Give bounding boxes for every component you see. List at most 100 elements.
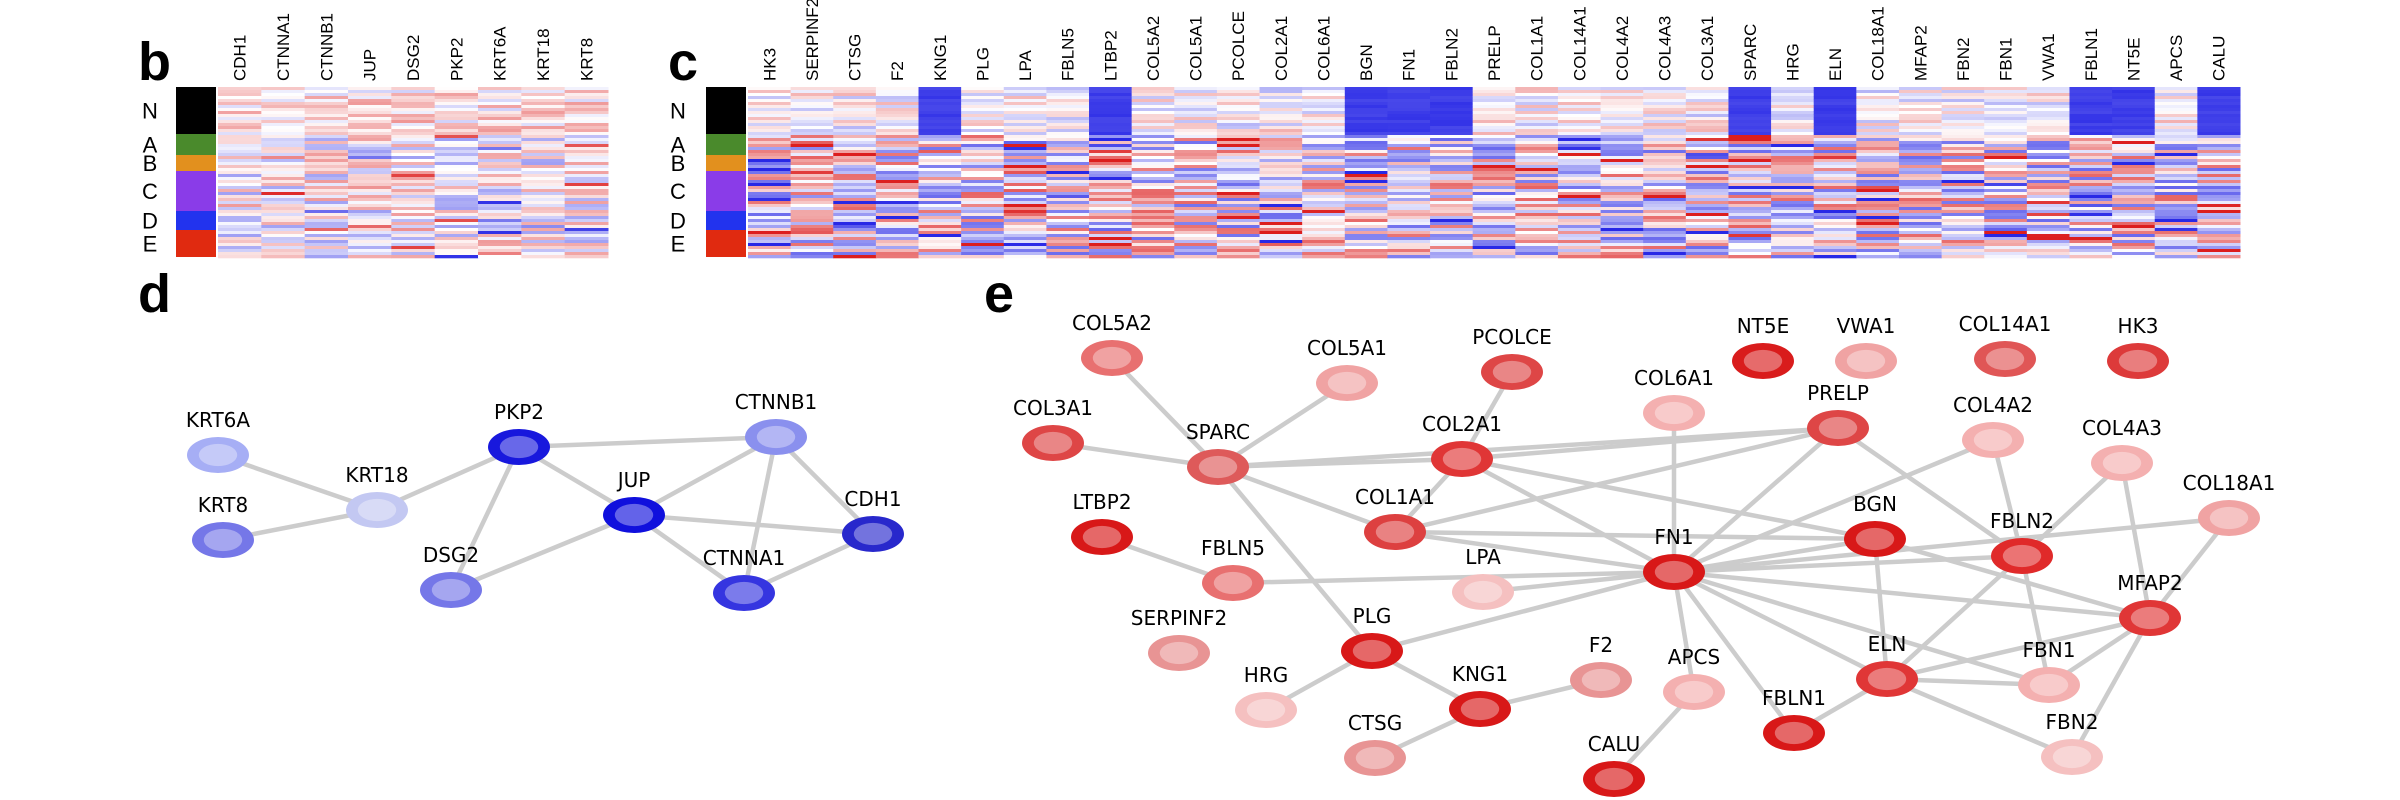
heatmap-cell bbox=[1472, 99, 1516, 103]
node-apcs[interactable]: APCS bbox=[1663, 645, 1725, 710]
heatmap-cell bbox=[348, 177, 392, 181]
heatmap-cell bbox=[218, 234, 262, 238]
node-krt18[interactable]: KRT18 bbox=[345, 463, 409, 528]
heatmap-cell bbox=[1941, 195, 1985, 199]
node-col18a1[interactable]: COL18A1 bbox=[2183, 471, 2276, 536]
node-col5a1[interactable]: COL5A1 bbox=[1307, 336, 1387, 401]
heatmap-cell bbox=[2026, 207, 2070, 211]
heatmap-cell bbox=[1344, 93, 1388, 97]
heatmap-cell bbox=[2154, 228, 2198, 232]
heatmap-cell bbox=[2197, 90, 2241, 94]
node-fbn2[interactable]: FBN2 bbox=[2041, 710, 2103, 775]
heatmap-cell bbox=[1898, 198, 1943, 202]
heatmap-cell bbox=[1131, 237, 1175, 241]
heatmap-cell bbox=[521, 135, 566, 139]
heatmap-cell bbox=[1302, 132, 1346, 136]
node-f2[interactable]: F2 bbox=[1570, 633, 1632, 698]
node-pkp2[interactable]: PKP2 bbox=[488, 400, 550, 465]
node-col1a1[interactable]: COL1A1 bbox=[1355, 485, 1435, 550]
heatmap-cell bbox=[790, 105, 834, 109]
heatmap-cell bbox=[1216, 126, 1261, 130]
node-serpinf2[interactable]: SERPINF2 bbox=[1131, 606, 1227, 671]
heatmap-cell bbox=[1302, 111, 1346, 115]
heatmap-cell bbox=[833, 156, 877, 160]
heatmap-cell bbox=[218, 189, 262, 193]
node-hrg[interactable]: HRG bbox=[1235, 663, 1297, 728]
heatmap-cell bbox=[2154, 222, 2198, 226]
heatmap-cell bbox=[1302, 237, 1346, 241]
node-col14a1[interactable]: COL14A1 bbox=[1959, 312, 2052, 377]
edge-ctnnb1-ctnna1 bbox=[741, 436, 779, 594]
heatmap-cell bbox=[1643, 249, 1687, 253]
node-vwa1[interactable]: VWA1 bbox=[1835, 314, 1897, 379]
node-label: CALU bbox=[1588, 732, 1640, 756]
node-fbln2[interactable]: FBLN2 bbox=[1990, 509, 2054, 574]
heatmap-cell bbox=[391, 96, 436, 100]
heatmap-cell bbox=[478, 165, 522, 169]
heatmap-cell bbox=[1984, 231, 2028, 235]
node-ctnnb1[interactable]: CTNNB1 bbox=[735, 390, 818, 455]
node-mfap2[interactable]: MFAP2 bbox=[2117, 571, 2183, 636]
heatmap-cell bbox=[1174, 144, 1218, 148]
heatmap-cell bbox=[1131, 90, 1175, 94]
node-cdh1[interactable]: CDH1 bbox=[842, 487, 904, 552]
node-sparc[interactable]: SPARC bbox=[1186, 420, 1250, 485]
node-dsg2[interactable]: DSG2 bbox=[420, 543, 482, 608]
heatmap-cell bbox=[1089, 234, 1133, 238]
node-hk3[interactable]: HK3 bbox=[2107, 314, 2169, 379]
group-color-bar-b bbox=[176, 87, 216, 257]
node-bgn[interactable]: BGN bbox=[1844, 492, 1906, 557]
node-col3a1[interactable]: COL3A1 bbox=[1013, 396, 1093, 461]
node-pcolce[interactable]: PCOLCE bbox=[1472, 325, 1552, 390]
heatmap-cell bbox=[1003, 192, 1047, 196]
node-col4a3[interactable]: COL4A3 bbox=[2082, 416, 2162, 481]
heatmap-cell bbox=[790, 117, 834, 121]
heatmap-cell bbox=[1089, 174, 1133, 178]
heatmap-cell bbox=[1131, 186, 1175, 190]
heatmap-cell bbox=[833, 204, 877, 208]
heatmap-cell bbox=[564, 138, 609, 142]
heatmap-cell bbox=[1046, 129, 1090, 133]
heatmap-cell bbox=[1941, 120, 1985, 124]
node-ctsg[interactable]: CTSG bbox=[1344, 711, 1406, 776]
heatmap-cell bbox=[1898, 117, 1943, 121]
node-krt6a[interactable]: KRT6A bbox=[186, 408, 250, 473]
node-jup[interactable]: JUP bbox=[603, 468, 665, 533]
heatmap-cell bbox=[1557, 177, 1602, 181]
node-ltbp2[interactable]: LTBP2 bbox=[1071, 490, 1133, 555]
heatmap-cell bbox=[1387, 162, 1431, 166]
heatmap-cell bbox=[875, 249, 920, 253]
heatmap-cell bbox=[1941, 144, 1985, 148]
column-label: KRT18 bbox=[534, 28, 553, 81]
node-prelp[interactable]: PRELP bbox=[1807, 381, 1869, 446]
node-inner bbox=[1654, 560, 1694, 584]
node-fbln1[interactable]: FBLN1 bbox=[1762, 686, 1826, 751]
edge-jup-cdh1 bbox=[633, 512, 874, 537]
node-fbln5[interactable]: FBLN5 bbox=[1201, 536, 1265, 601]
node-col6a1[interactable]: COL6A1 bbox=[1634, 366, 1714, 431]
heatmap-cell bbox=[434, 135, 479, 139]
node-col4a2[interactable]: COL4A2 bbox=[1953, 393, 2033, 458]
heatmap-cell bbox=[1728, 231, 1772, 235]
heatmap-cell bbox=[1557, 237, 1602, 241]
node-fn1[interactable]: FN1 bbox=[1643, 525, 1705, 590]
heatmap-cell bbox=[918, 150, 962, 154]
node-kng1[interactable]: KNG1 bbox=[1449, 662, 1511, 727]
node-nt5e[interactable]: NT5E bbox=[1732, 314, 1794, 379]
node-ctnna1[interactable]: CTNNA1 bbox=[703, 546, 786, 611]
node-plg[interactable]: PLG bbox=[1341, 604, 1403, 669]
edge-bgn-eln bbox=[1872, 538, 1890, 680]
heatmap-cell bbox=[833, 219, 877, 223]
node-col2a1[interactable]: COL2A1 bbox=[1422, 412, 1502, 477]
node-lpa[interactable]: LPA bbox=[1452, 545, 1514, 610]
heatmap-cell bbox=[2069, 156, 2113, 160]
node-eln[interactable]: ELN bbox=[1856, 632, 1918, 697]
heatmap-cell bbox=[1941, 90, 1985, 94]
heatmap-cell bbox=[1856, 246, 1900, 250]
heatmap-cell bbox=[1131, 255, 1175, 259]
heatmap-cell bbox=[1600, 168, 1644, 172]
node-fbn1[interactable]: FBN1 bbox=[2018, 638, 2080, 703]
node-calu[interactable]: CALU bbox=[1583, 732, 1645, 797]
node-krt8[interactable]: KRT8 bbox=[192, 493, 254, 558]
node-col5a2[interactable]: COL5A2 bbox=[1072, 311, 1152, 376]
